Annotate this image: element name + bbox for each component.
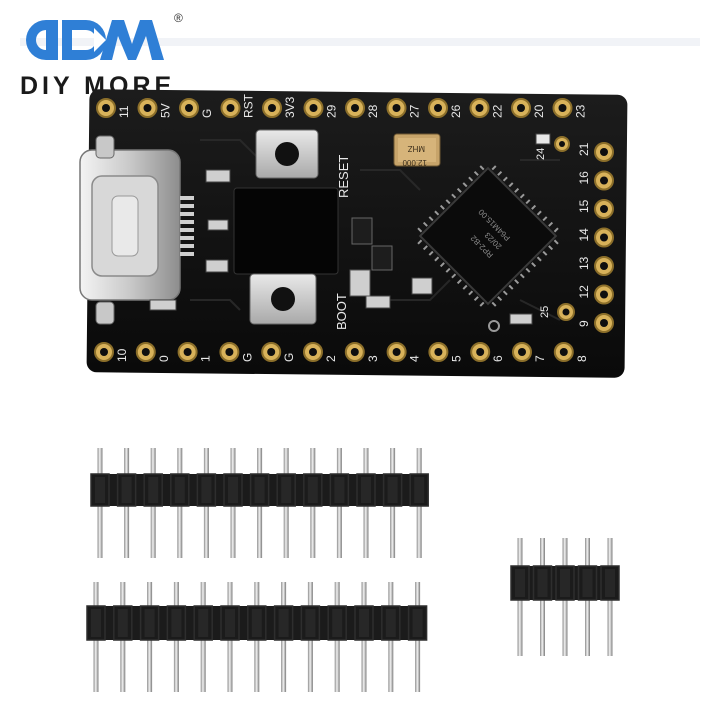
right-pin-label: 21 <box>577 142 591 156</box>
pad-label-24: 24 <box>535 148 547 160</box>
boot-label: BOOT <box>334 293 349 330</box>
bottom-pin-labels: 10 0 1 G G 2 3 4 5 6 7 8 <box>115 348 589 362</box>
bottom-pin-label: 7 <box>533 355 547 362</box>
top-pin-label: G <box>200 109 214 118</box>
top-pin-label: RST <box>242 93 256 118</box>
registered-mark: ® <box>174 11 183 25</box>
top-pin-labels: 11 5V G RST 3V3 29 28 27 26 22 20 23 <box>117 93 588 118</box>
rp2040-chip <box>417 165 559 307</box>
regulator-chip <box>233 187 339 275</box>
top-pin-label: 29 <box>325 104 339 118</box>
reset-button <box>255 129 319 179</box>
top-pin-label: 3V3 <box>283 96 297 118</box>
top-pin-label: 11 <box>117 105 131 118</box>
right-pin-label: 9 <box>577 320 591 327</box>
top-pin-label: 20 <box>532 104 546 118</box>
long-pin-header-bottom <box>86 582 428 692</box>
bottom-pin-label: G <box>282 353 296 362</box>
right-pin-label: 12 <box>577 285 591 299</box>
mounting-dot <box>488 320 500 332</box>
top-pin-row <box>96 98 573 118</box>
right-pin-label: 14 <box>577 228 591 242</box>
long-pin-header-top <box>90 448 429 558</box>
bottom-pin-label: 4 <box>408 355 422 362</box>
bottom-pin-row <box>94 342 574 362</box>
reset-label: RESET <box>336 155 351 198</box>
short-pin-header <box>510 538 620 656</box>
diymore-logo-mark <box>26 20 164 60</box>
bottom-pin-label: 2 <box>324 355 338 362</box>
crystal-unit: MHZ <box>408 144 425 153</box>
bottom-pin-label: 10 <box>115 348 129 362</box>
top-pin-label: 28 <box>366 104 380 118</box>
background-edge <box>20 38 700 46</box>
crystal-frequency: 12.000 <box>402 158 427 167</box>
bottom-pin-label: 3 <box>366 355 380 362</box>
right-pin-label: 13 <box>577 256 591 270</box>
top-pin-label: 23 <box>574 104 588 118</box>
right-pin-row <box>594 142 614 333</box>
right-pin-labels: 21 16 15 14 13 12 9 <box>577 142 591 327</box>
top-pin-label: 5V <box>159 103 173 118</box>
bottom-pin-label: G <box>240 353 254 362</box>
bottom-pin-label: 5 <box>449 355 463 362</box>
usb-c-connector <box>79 135 181 325</box>
bottom-pin-label: 8 <box>575 355 589 362</box>
top-pin-label: 27 <box>408 104 422 118</box>
bottom-pin-label: 6 <box>491 355 505 362</box>
bottom-pin-label: 1 <box>199 355 213 362</box>
crystal-oscillator: 12.000 MHZ <box>393 133 441 167</box>
pro-micro-board: RESET BOOT 12.000 MHZ <box>79 89 628 378</box>
bottom-pin-label: 0 <box>157 355 171 362</box>
smd-components <box>149 133 551 325</box>
right-pin-label: 16 <box>577 171 591 185</box>
right-pin-label: 15 <box>577 199 591 213</box>
top-pin-label: 22 <box>491 104 505 118</box>
pad-label-25: 25 <box>539 306 551 318</box>
usb-pads <box>180 196 194 256</box>
top-pin-label: 26 <box>449 104 463 118</box>
boot-button <box>249 273 317 325</box>
